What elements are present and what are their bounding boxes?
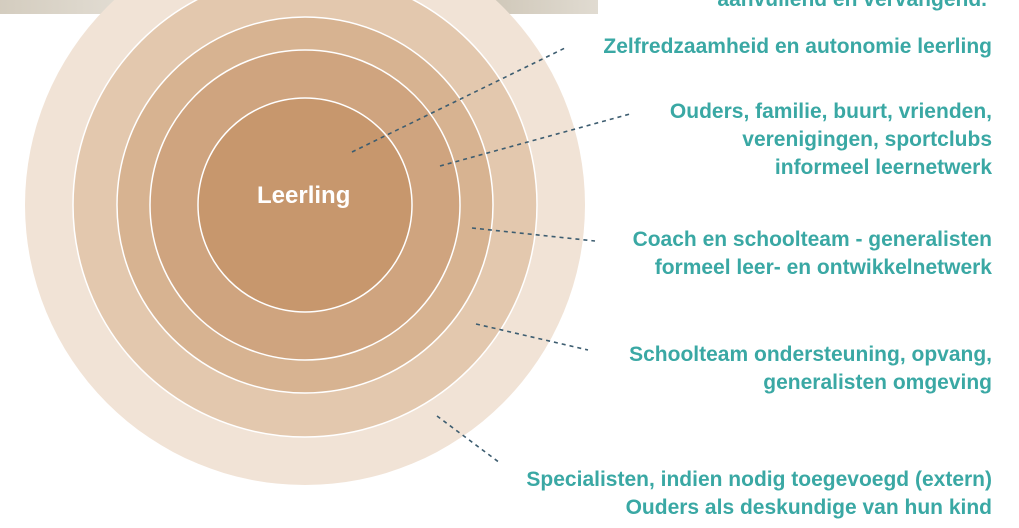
label-line: Ouders, familie, buurt, vrienden, [669, 100, 992, 123]
leader-line-ouders-familie [439, 113, 631, 167]
top-heading: aanvullend en vervangend. [717, 0, 987, 12]
leader-line-schoolteam-ondersteuning [475, 323, 589, 351]
label-schoolteam-ondersteuning: Schoolteam ondersteuning, opvang, genera… [629, 341, 992, 397]
label-line: Zelfredzaamheid en autonomie leerling [603, 35, 992, 58]
label-line: informeel leernetwerk [774, 156, 992, 179]
label-line: Ouders als deskundige van hun kind [625, 496, 992, 519]
label-line: generalisten omgeving [763, 371, 992, 394]
ring-core-leerling [197, 97, 413, 313]
label-line: verenigingen, sportclubs [742, 128, 992, 151]
label-specialisten: Specialisten, indien nodig toegevoegd (e… [526, 466, 992, 522]
center-label-leerling: Leerling [257, 182, 351, 209]
label-line: Schoolteam ondersteuning, opvang, [629, 343, 992, 366]
label-coach-schoolteam: Coach en schoolteam - generalisten forme… [633, 226, 992, 282]
label-ouders-familie: Ouders, familie, buurt, vrienden, vereni… [670, 98, 992, 182]
label-line: formeel leer- en ontwikkelnetwerk [654, 256, 992, 279]
label-zelfredzaamheid: Zelfredzaamheid en autonomie leerling [603, 33, 992, 61]
label-line: Specialisten, indien nodig toegevoegd (e… [526, 468, 992, 491]
leader-line-specialisten [436, 415, 501, 464]
label-line: Coach en schoolteam - generalisten [632, 228, 992, 251]
